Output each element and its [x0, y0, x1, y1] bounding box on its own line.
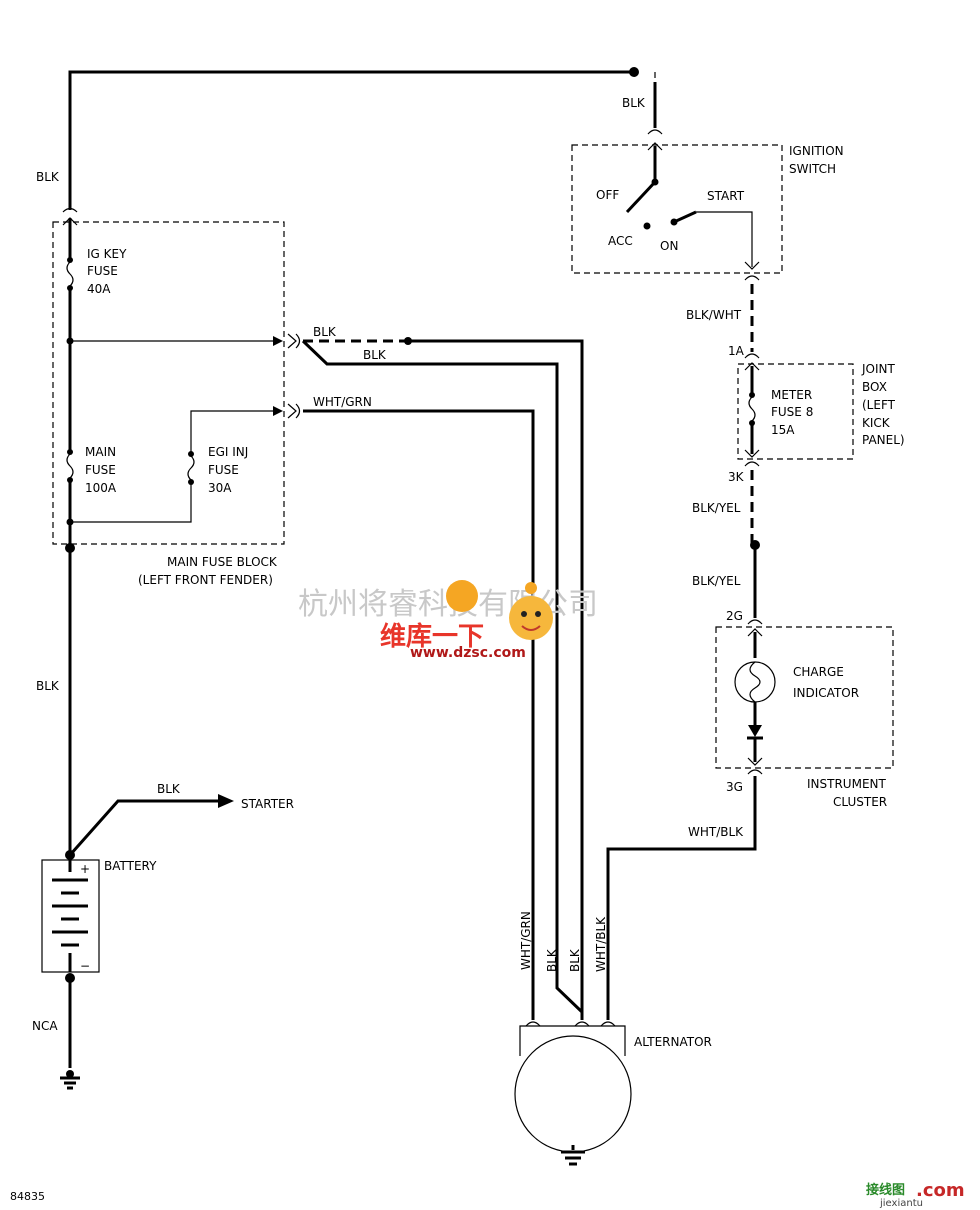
svg-text:SWITCH: SWITCH: [789, 162, 836, 176]
figure-number: 84835: [10, 1190, 45, 1203]
label-alt-wht-grn: WHT/GRN: [519, 911, 533, 970]
wire-blk-a: [303, 337, 584, 1020]
label-pin-2g: 2G: [726, 609, 743, 623]
label-pin-3k: 3K: [728, 470, 745, 484]
svg-text:BOX: BOX: [862, 380, 887, 394]
svg-text:FUSE: FUSE: [208, 463, 239, 477]
wire-blk-top: [68, 67, 663, 210]
svg-text:CLUSTER: CLUSTER: [833, 795, 887, 809]
label-alt-blk-2: BLK: [568, 948, 582, 972]
wire-blk-battery: [65, 548, 234, 860]
label-charge-indicator: CHARGE INDICATOR: [793, 665, 859, 700]
battery-minus-sign: −: [80, 959, 90, 973]
watermark-url: www.dzsc.com: [410, 645, 526, 661]
svg-text:KICK: KICK: [862, 416, 891, 430]
label-instrument-cluster: INSTRUMENT CLUSTER: [807, 777, 887, 809]
label-battery: BATTERY: [104, 859, 157, 873]
label-egi-inj-fuse: EGI INJ FUSE 30A: [208, 445, 248, 495]
corner-mark-site: jiexiantu: [879, 1198, 923, 1209]
label-blk-b: BLK: [363, 348, 387, 362]
label-off: OFF: [596, 188, 619, 202]
label-pin-3g: 3G: [726, 780, 743, 794]
label-blk-top: BLK: [622, 96, 646, 110]
connectors-fuse-block-out: [287, 333, 301, 419]
wire-nca-ground: [60, 973, 80, 1090]
label-starter: STARTER: [241, 797, 294, 811]
main-fuse-block-border: [52, 221, 285, 545]
label-alt-wht-blk: WHT/BLK: [594, 916, 608, 972]
instrument-cluster-border: [715, 626, 894, 769]
svg-text:IGNITION: IGNITION: [789, 144, 844, 158]
svg-text:CHARGE: CHARGE: [793, 665, 844, 679]
label-pin-1a: 1A: [728, 344, 745, 358]
svg-text:40A: 40A: [87, 282, 111, 296]
svg-text:INDICATOR: INDICATOR: [793, 686, 859, 700]
label-blk-yel-1: BLK/YEL: [692, 501, 741, 515]
wire-wht-blk: [606, 776, 757, 1020]
svg-text:METER: METER: [771, 388, 812, 402]
label-nca: NCA: [32, 1019, 58, 1033]
wire-blk-b: [301, 339, 584, 1014]
label-blk-starter: BLK: [157, 782, 181, 796]
label-start: START: [707, 189, 745, 203]
wire-blk-yel: [750, 470, 760, 618]
label-alt-blk-1: BLK: [545, 948, 559, 972]
label-ig-key-fuse: IG KEY FUSE 40A: [87, 247, 127, 296]
svg-text:INSTRUMENT: INSTRUMENT: [807, 777, 886, 791]
label-wht-grn: WHT/GRN: [313, 395, 372, 409]
svg-text:(LEFT: (LEFT: [862, 398, 896, 412]
battery-symbol: [41, 859, 100, 973]
label-on: ON: [660, 239, 678, 253]
svg-text:FUSE: FUSE: [85, 463, 116, 477]
label-meter-fuse: METER FUSE 8 15A: [771, 388, 813, 437]
wire-wht-grn: [303, 409, 535, 1020]
ignition-switch-internals: [625, 142, 760, 281]
label-blk-wht: BLK/WHT: [686, 308, 742, 322]
svg-text:100A: 100A: [85, 481, 117, 495]
svg-text:FUSE: FUSE: [87, 264, 118, 278]
label-main-fuse: MAIN FUSE 100A: [85, 445, 117, 495]
svg-text:JOINT: JOINT: [861, 362, 896, 376]
label-ignition-switch: IGNITION SWITCH: [789, 144, 844, 176]
svg-text:MAIN FUSE BLOCK: MAIN FUSE BLOCK: [167, 555, 278, 569]
instrument-cluster-internals: [734, 619, 776, 775]
alternator-symbol: [514, 1021, 632, 1166]
svg-text:FUSE 8: FUSE 8: [771, 405, 813, 419]
joint-box-border: [737, 363, 854, 460]
watermark-mascot: [446, 580, 553, 640]
svg-text:(LEFT FRONT FENDER): (LEFT FRONT FENDER): [138, 573, 273, 587]
svg-text:30A: 30A: [208, 481, 232, 495]
label-wht-blk: WHT/BLK: [688, 825, 744, 839]
label-main-fuse-block: MAIN FUSE BLOCK (LEFT FRONT FENDER): [138, 555, 278, 587]
label-alternator: ALTERNATOR: [634, 1035, 712, 1049]
label-acc: ACC: [608, 234, 633, 248]
battery-plus-sign: +: [80, 862, 90, 876]
svg-text:15A: 15A: [771, 423, 795, 437]
svg-text:EGI INJ: EGI INJ: [208, 445, 248, 459]
label-joint-box: JOINT BOX (LEFT KICK PANEL): [861, 362, 905, 447]
corner-mark-dotcom: .com: [916, 1180, 965, 1201]
main-fuse-block-internals: [62, 207, 283, 553]
corner-mark-cn: 接线图: [866, 1182, 905, 1198]
label-blk-a: BLK: [313, 325, 337, 339]
svg-text:MAIN: MAIN: [85, 445, 116, 459]
ignition-switch-border: [571, 144, 783, 274]
svg-text:IG KEY: IG KEY: [87, 247, 127, 261]
watermark-brand: 维库一下: [380, 621, 484, 652]
label-blk-yel-2: BLK/YEL: [692, 574, 741, 588]
label-blk-left-top: BLK: [36, 170, 60, 184]
label-blk-left-bottom: BLK: [36, 679, 60, 693]
joint-box-internals: [744, 353, 760, 467]
svg-text:PANEL): PANEL): [862, 433, 905, 447]
